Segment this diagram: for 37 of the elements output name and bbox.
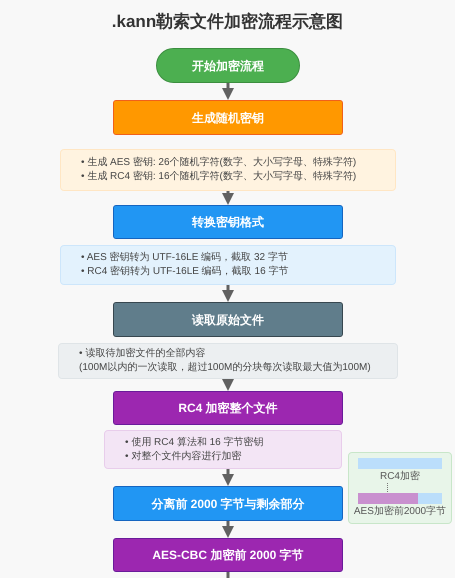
note-panel	[104, 430, 342, 469]
process-box	[113, 538, 343, 572]
process-label: 分离前 2000 字节与剩余部分	[151, 496, 305, 512]
inset-panel	[348, 452, 452, 524]
process-box	[113, 205, 343, 239]
arrow	[222, 469, 234, 486]
note-panel	[58, 343, 398, 379]
connector-line	[226, 572, 230, 578]
note-text: (100M以内的一次读取，超过100M的分块每次读取最大值为100M)	[79, 361, 371, 375]
process-label: 开始加密流程	[192, 58, 264, 74]
process-label: 生成随机密钥	[192, 110, 264, 126]
arrow	[222, 285, 234, 302]
note-text: • AES 密钥转为 UTF-16LE 编码，截取 32 字节	[81, 251, 288, 265]
process-box	[113, 486, 343, 521]
bar-caption: AES加密前2000字节	[354, 506, 446, 518]
note-text: • 生成 AES 密钥: 26个随机字符(数字、大小写字母、特殊字符)	[81, 156, 356, 170]
process-label: 读取原始文件	[192, 312, 264, 328]
note-text: • 生成 RC4 密钥: 16个随机字符(数字、大小写字母、特殊字符)	[81, 170, 356, 184]
process-box	[113, 302, 343, 337]
process-box	[113, 100, 343, 135]
note-text: • RC4 密钥转为 UTF-16LE 编码，截取 16 字节	[81, 265, 288, 279]
diagram-title: .kann勒索文件加密流程示意图	[112, 11, 344, 33]
note-text: • 使用 RC4 算法和 16 字节密钥	[125, 436, 264, 450]
note-text: • 对整个文件内容进行加密	[125, 450, 242, 464]
process-box	[113, 391, 343, 425]
arrow	[222, 191, 234, 205]
process-label: 转换密钥格式	[192, 214, 264, 231]
process-label: RC4 加密整个文件	[178, 400, 278, 417]
bar-caption: RC4加密	[380, 471, 420, 483]
process-label: AES-CBC 加密前 2000 字节	[152, 547, 304, 564]
note-text: • 读取待加密文件的全部内容	[79, 347, 206, 361]
arrow	[222, 379, 234, 391]
arrow	[222, 83, 234, 100]
start-terminal	[156, 48, 300, 83]
note-panel	[60, 149, 396, 191]
arrow	[222, 521, 234, 538]
note-panel	[60, 245, 396, 285]
